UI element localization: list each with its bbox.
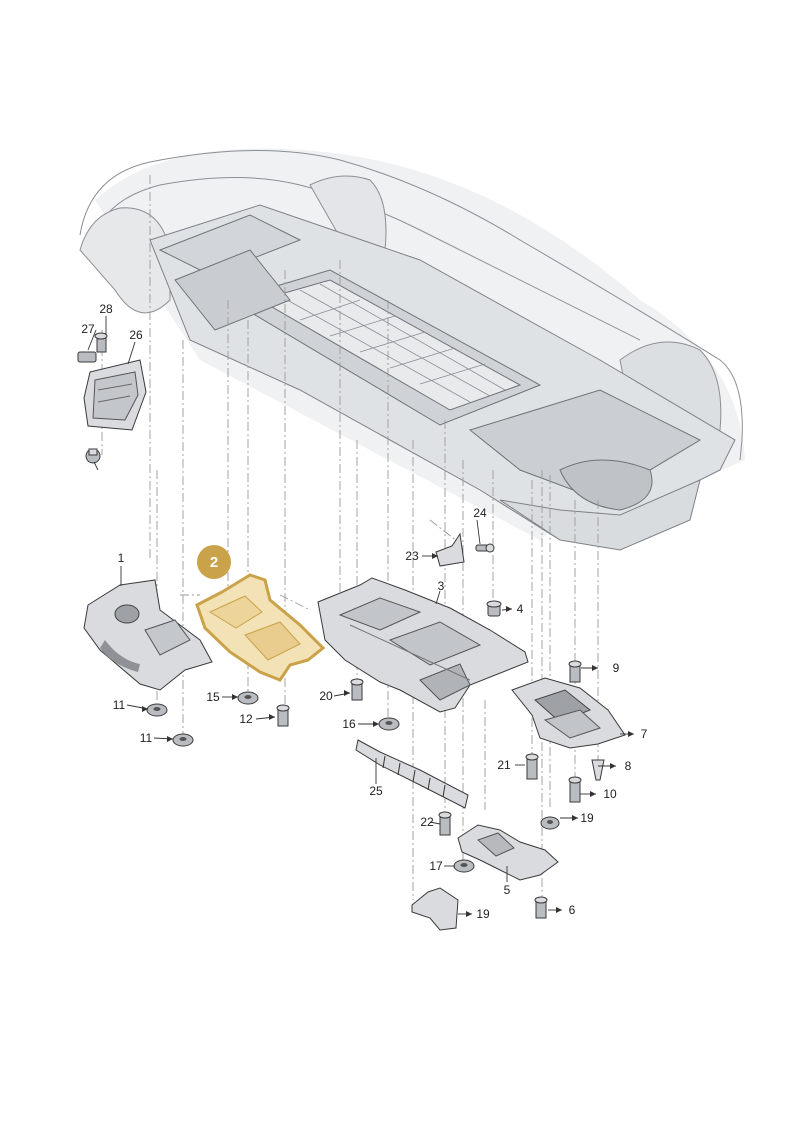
part-10-bolt bbox=[568, 776, 582, 803]
callout-8: 8 bbox=[625, 759, 632, 773]
callout-6: 6 bbox=[569, 903, 576, 917]
callout-18: 19 bbox=[580, 811, 594, 825]
part-15-nut bbox=[237, 691, 259, 705]
callout-15: 15 bbox=[206, 690, 220, 704]
callout-11-b: 11 bbox=[140, 731, 153, 745]
part-21-bolt bbox=[438, 811, 452, 836]
part-2-shield-highlighted: 2 bbox=[195, 545, 326, 682]
callout-7: 7 bbox=[641, 727, 648, 741]
part-22-bracket bbox=[435, 532, 465, 567]
part-19-bolt-a bbox=[350, 678, 364, 701]
callout-25: 26 bbox=[129, 328, 143, 342]
part-7-rear-shield bbox=[511, 677, 626, 749]
part-6-bolt bbox=[534, 896, 548, 919]
callout-12: 12 bbox=[239, 712, 253, 726]
callout-1: 1 bbox=[118, 551, 125, 565]
callout-22: 23 bbox=[405, 549, 419, 563]
part-16-nut bbox=[378, 717, 400, 731]
part-12-bolt bbox=[276, 704, 290, 727]
part-3-underbody-panel bbox=[317, 577, 529, 713]
callout-17: 17 bbox=[429, 859, 443, 873]
callout-3: 3 bbox=[438, 579, 445, 593]
part-27-bolt bbox=[94, 332, 108, 353]
callout-16: 16 bbox=[342, 717, 356, 731]
callout-10: 10 bbox=[603, 787, 617, 801]
part-9-stud bbox=[568, 660, 582, 683]
part-26-clip bbox=[77, 351, 97, 363]
callout-11-a: 11 bbox=[113, 698, 126, 712]
part-18-nut bbox=[540, 816, 560, 830]
callout-21: 22 bbox=[420, 815, 434, 829]
callout-24: 24 bbox=[473, 506, 487, 520]
part-2-highlight-badge bbox=[197, 545, 231, 579]
part-20-bracket bbox=[411, 887, 459, 931]
part-17-nut bbox=[453, 859, 475, 873]
callout-9: 9 bbox=[613, 661, 620, 675]
part-4-nut bbox=[486, 600, 502, 617]
part-28-clip bbox=[85, 448, 101, 464]
vehicle-underbody bbox=[79, 148, 745, 551]
callout-19-b: 21 bbox=[497, 758, 511, 772]
callout-27: 28 bbox=[99, 302, 113, 316]
callout-5: 5 bbox=[504, 883, 511, 897]
part-24-pin bbox=[475, 543, 495, 553]
callout-19-a: 20 bbox=[319, 689, 333, 703]
part-5-shield bbox=[457, 824, 559, 881]
part-23-strip bbox=[355, 739, 469, 809]
part-1-shield bbox=[83, 579, 213, 691]
callout-labels: 28 27 26 1 3 24 23 4 9 7 8 10 19 21 11 1… bbox=[81, 302, 647, 921]
callout-26: 27 bbox=[81, 322, 95, 336]
part-11-nut-a bbox=[146, 703, 168, 717]
arrowheads bbox=[142, 553, 634, 917]
part-8-clip bbox=[591, 759, 605, 781]
part-25-shield bbox=[83, 359, 147, 431]
part-2-highlight-label: 2 bbox=[210, 554, 218, 571]
callout-23: 25 bbox=[369, 784, 383, 798]
callout-4: 4 bbox=[517, 602, 524, 616]
part-19-bolt-b bbox=[525, 753, 539, 780]
part-11-nut-b bbox=[172, 733, 194, 747]
callout-20: 19 bbox=[476, 907, 490, 921]
